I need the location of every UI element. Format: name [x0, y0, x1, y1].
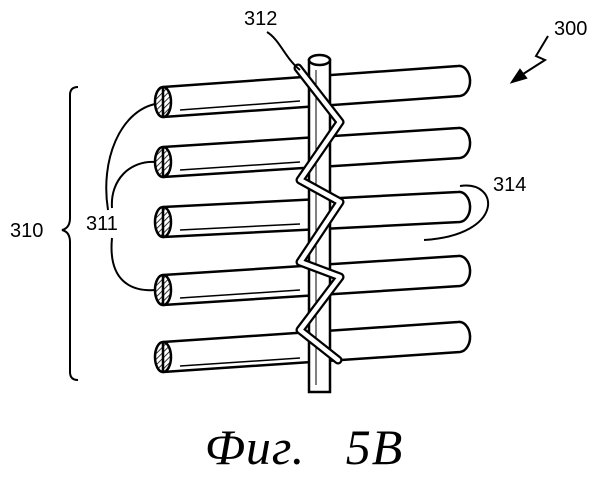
zigzag-arrow-icon: [512, 36, 548, 82]
label-312: 312: [244, 8, 277, 30]
label-310: 310: [10, 220, 43, 242]
leader-312: [267, 32, 300, 70]
figure-caption: Фиг. 5B: [0, 418, 608, 476]
label-314: 314: [493, 174, 526, 196]
label-311: 311: [86, 213, 118, 235]
bracket-310: [62, 87, 78, 380]
label-300: 300: [554, 18, 587, 40]
leader-311-c: [112, 238, 156, 290]
leader-311-b: [112, 162, 156, 208]
